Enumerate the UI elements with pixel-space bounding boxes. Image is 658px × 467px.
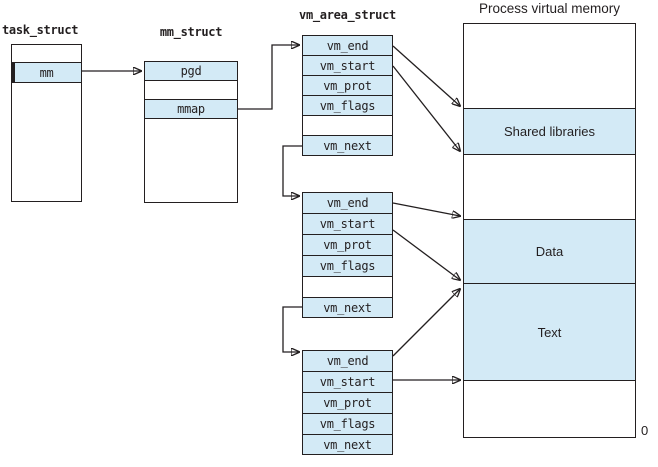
memory-segment-empty-bottom bbox=[464, 381, 635, 437]
vm-end-field: vm_end bbox=[303, 36, 392, 56]
task-struct-title: task_struct bbox=[2, 23, 79, 37]
vm-next-field: vm_next bbox=[303, 298, 392, 317]
process-virtual-memory-box: Shared libraries Data Text bbox=[463, 23, 636, 438]
arrow-vm1-next-to-vm2 bbox=[282, 145, 302, 196]
task-struct-filler bbox=[12, 83, 81, 201]
process-virtual-memory-title: Process virtual memory bbox=[478, 1, 621, 16]
mm-struct-empty-row bbox=[145, 81, 237, 100]
arrow-vm2-start-to-data-bottom bbox=[392, 229, 460, 280]
vm-empty-row bbox=[303, 116, 392, 136]
memory-segment-empty-middle bbox=[464, 155, 635, 220]
vm-end-field: vm_end bbox=[303, 193, 392, 214]
vm-start-field: vm_start bbox=[303, 214, 392, 235]
mm-struct-filler bbox=[145, 119, 237, 202]
task-struct-mm-field: mm bbox=[12, 63, 81, 83]
mm-struct-box: pgd mmap bbox=[144, 61, 238, 203]
vm-next-field: vm_next bbox=[303, 136, 392, 155]
vm-prot-field: vm_prot bbox=[303, 76, 392, 96]
arrow-vm1-end-to-sharedlibs-top bbox=[392, 45, 460, 106]
vm-start-field: vm_start bbox=[303, 56, 392, 76]
vm-next-field: vm_next bbox=[303, 435, 392, 454]
mm-struct-mmap-field: mmap bbox=[145, 100, 237, 119]
memory-segment-shared-libraries: Shared libraries bbox=[464, 109, 635, 155]
vm-start-field: vm_start bbox=[303, 372, 392, 393]
task-struct-empty-row bbox=[12, 45, 81, 63]
vm-prot-field: vm_prot bbox=[303, 393, 392, 414]
vm-empty-row bbox=[303, 277, 392, 298]
memory-segment-empty-top bbox=[464, 24, 635, 109]
mm-struct-title: mm_struct bbox=[159, 25, 223, 39]
vm-flags-field: vm_flags bbox=[303, 256, 392, 277]
arrow-vm2-end-to-data-top bbox=[392, 202, 460, 216]
mm-struct-pgd-field: pgd bbox=[145, 62, 237, 81]
vm-prot-field: vm_prot bbox=[303, 235, 392, 256]
memory-origin-label: 0 bbox=[641, 423, 649, 438]
vm-area-struct-box-3: vm_end vm_start vm_prot vm_flags vm_next bbox=[302, 350, 393, 455]
vm-flags-field: vm_flags bbox=[303, 96, 392, 116]
vm-area-struct-box-1: vm_end vm_start vm_prot vm_flags vm_next bbox=[302, 35, 393, 156]
arrow-vm2-next-to-vm3 bbox=[282, 306, 302, 352]
vm-end-field: vm_end bbox=[303, 351, 392, 372]
vm-area-struct-title: vm_area_struct bbox=[299, 8, 396, 22]
vm-area-struct-box-2: vm_end vm_start vm_prot vm_flags vm_next bbox=[302, 192, 393, 318]
vm-flags-field: vm_flags bbox=[303, 414, 392, 435]
memory-segment-text: Text bbox=[464, 284, 635, 381]
arrow-vm1-start-to-sharedlibs-bottom bbox=[392, 65, 460, 151]
task-struct-box: mm bbox=[11, 44, 82, 202]
arrow-mmap-to-vm1 bbox=[238, 45, 299, 110]
arrow-vm3-end-to-text-top bbox=[392, 289, 460, 357]
memory-segment-data: Data bbox=[464, 220, 635, 284]
